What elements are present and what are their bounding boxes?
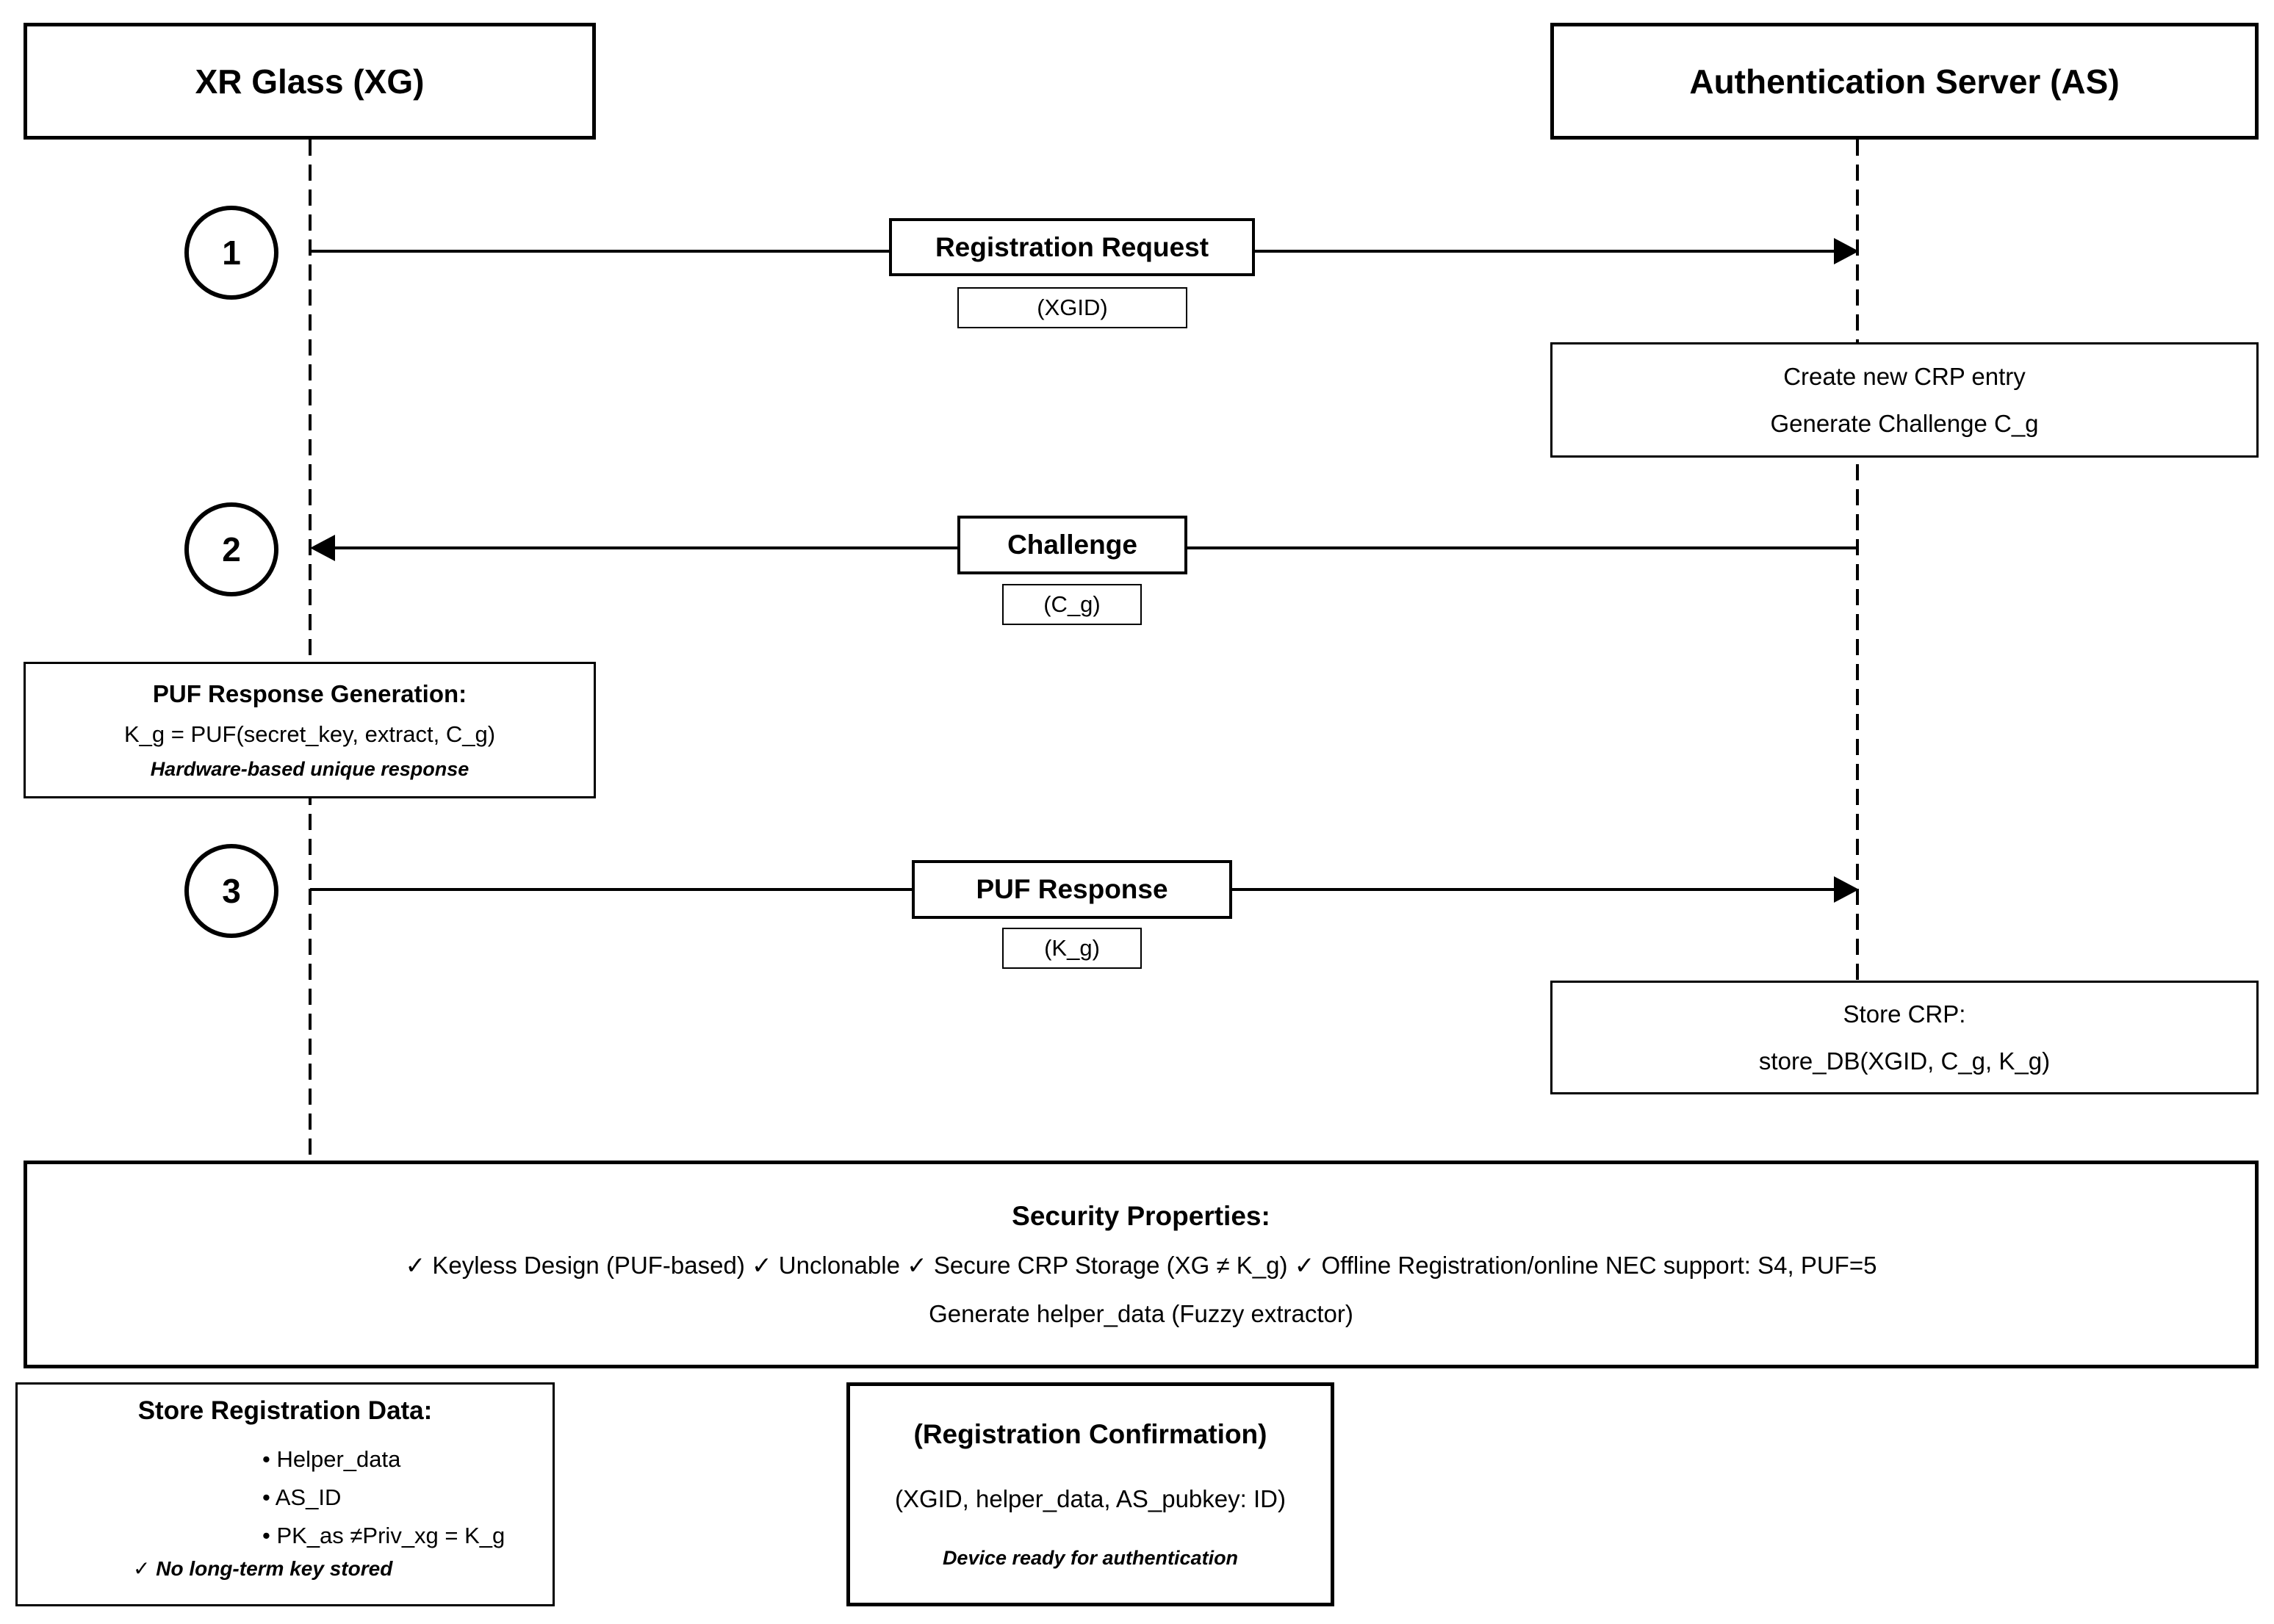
no-long-term-key-note: ✓ No long-term key stored xyxy=(133,1557,393,1580)
registration-request-text: Registration Request xyxy=(935,231,1209,262)
store-db-line: store_DB(XGID, C_g, K_g) xyxy=(1758,1047,2051,1075)
confirmation-line: (XGID, helper_data, AS_pubkey: ID) xyxy=(895,1485,1286,1512)
xr-glass-title: XR Glass (XG) xyxy=(195,62,425,101)
kg-param-text: (K_g) xyxy=(1044,935,1100,961)
puf-response-label: PUF Response xyxy=(912,860,1232,919)
step-2-number: 2 xyxy=(222,530,241,569)
challenge-arrowhead xyxy=(310,535,335,561)
store-registration-box: Store Registration Data: • Helper_data •… xyxy=(15,1382,555,1606)
store-crp-box: Store CRP: store_DB(XGID, C_g, K_g) xyxy=(1550,981,2259,1094)
security-properties-box: Security Properties: ✓ Keyless Design (P… xyxy=(24,1161,2259,1368)
puf-generation-title: PUF Response Generation: xyxy=(152,679,467,707)
step-2-circle: 2 xyxy=(184,502,278,596)
puf-response-arrowhead xyxy=(1834,876,1859,903)
cg-param-text: (C_g) xyxy=(1043,591,1101,617)
store-registration-title: Store Registration Data: xyxy=(137,1396,433,1425)
xr-glass-header: XR Glass (XG) xyxy=(24,23,596,140)
create-crp-box: Create new CRP entry Generate Challenge … xyxy=(1550,342,2259,458)
auth-server-header: Authentication Server (AS) xyxy=(1550,23,2259,140)
registration-item-helper-data: • Helper_data xyxy=(262,1446,401,1472)
device-ready-note: Device ready for authentication xyxy=(942,1547,1239,1569)
challenge-param: (C_g) xyxy=(1002,584,1142,625)
create-crp-line: Create new CRP entry xyxy=(1783,362,2026,390)
security-properties-line: ✓ Keyless Design (PUF-based) ✓ Unclonabl… xyxy=(405,1252,1877,1279)
generate-challenge-line: Generate Challenge C_g xyxy=(1770,409,2039,437)
puf-note: Hardware-based unique response xyxy=(150,757,469,780)
challenge-text: Challenge xyxy=(1007,530,1137,560)
registration-request-param: (XGID) xyxy=(957,287,1187,328)
auth-server-title: Authentication Server (AS) xyxy=(1689,62,2120,101)
challenge-label: Challenge xyxy=(957,516,1187,574)
xgid-param-text: (XGID) xyxy=(1037,295,1108,320)
registration-item-as-id: • AS_ID xyxy=(262,1484,342,1510)
puf-response-param: (K_g) xyxy=(1002,928,1142,969)
puf-response-text: PUF Response xyxy=(976,874,1168,904)
store-crp-title: Store CRP: xyxy=(1843,1000,1966,1028)
security-title: Security Properties: xyxy=(1012,1201,1270,1231)
helper-data-line: Generate helper_data (Fuzzy extractor) xyxy=(929,1300,1353,1327)
registration-request-arrowhead xyxy=(1834,238,1859,264)
puf-formula: K_g = PUF(secret_key, extract, C_g) xyxy=(123,721,496,747)
step-1-circle: 1 xyxy=(184,206,278,300)
step-3-circle: 3 xyxy=(184,844,278,938)
registration-item-pk: • PK_as ≠Priv_xg = K_g xyxy=(262,1523,505,1548)
step-3-number: 3 xyxy=(222,872,241,910)
puf-generation-box: PUF Response Generation: K_g = PUF(secre… xyxy=(24,662,596,798)
confirmation-title: (Registration Confirmation) xyxy=(913,1419,1267,1449)
step-1-number: 1 xyxy=(222,234,241,272)
registration-request-label: Registration Request xyxy=(889,218,1255,276)
registration-confirmation-box: (Registration Confirmation) (XGID, helpe… xyxy=(846,1382,1334,1606)
